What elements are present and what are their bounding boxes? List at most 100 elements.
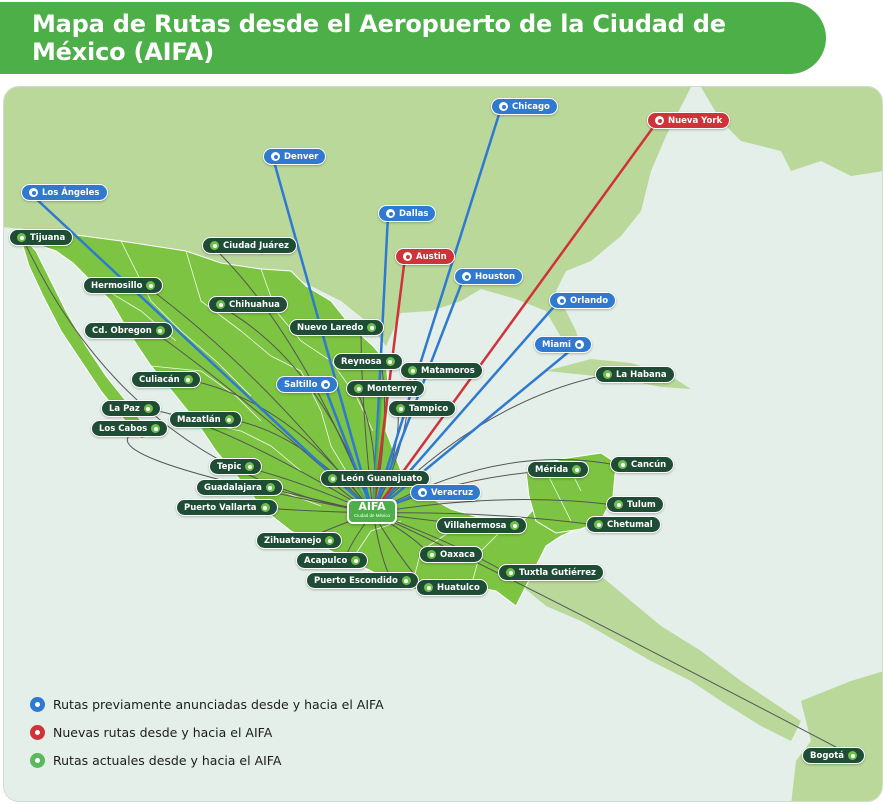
new-route-marker-icon xyxy=(403,252,412,261)
legend-item-previous: Rutas previamente anunciadas desde y hac… xyxy=(30,690,384,718)
current-route-marker-icon xyxy=(594,520,603,529)
destination-orlando[interactable]: Orlando xyxy=(549,292,617,309)
destination-puerto-vallarta[interactable]: Puerto Vallarta xyxy=(176,499,278,516)
current-route-marker-icon xyxy=(325,536,335,545)
hub-name: AIFA xyxy=(358,500,386,513)
destination-houston[interactable]: Houston xyxy=(454,268,524,285)
destination-tepic[interactable]: Tepic xyxy=(209,458,263,475)
destination-los-angeles[interactable]: Los Ángeles xyxy=(21,184,108,201)
destination-chicago[interactable]: Chicago xyxy=(491,98,558,115)
destination-culiacan[interactable]: Culiacán xyxy=(131,371,201,388)
north-east-landmass xyxy=(701,87,882,176)
destination-zihuatanejo[interactable]: Zihuatanejo xyxy=(256,532,343,549)
current-route-marker-icon xyxy=(618,460,627,469)
destination-la-habana[interactable]: La Habana xyxy=(595,366,675,383)
previous-route-marker-icon xyxy=(271,152,280,161)
south-america-landmass xyxy=(791,671,882,801)
new-route-marker-icon xyxy=(655,116,664,125)
current-route-marker-icon xyxy=(408,366,417,375)
current-route-marker-icon xyxy=(216,300,225,309)
destination-reynosa[interactable]: Reynosa xyxy=(333,353,403,370)
map-legend: Rutas previamente anunciadas desde y hac… xyxy=(30,690,384,774)
usa-landmass xyxy=(4,87,691,351)
current-route-marker-icon xyxy=(396,404,405,413)
previous-route-marker-icon xyxy=(557,296,566,305)
current-route-marker-icon xyxy=(155,326,165,335)
central-america-landmass xyxy=(516,571,801,741)
current-route-marker-icon xyxy=(427,550,436,559)
current-route-marker-icon xyxy=(245,462,255,471)
blue-dot-icon xyxy=(30,696,45,712)
title-banner: Mapa de Rutas desde el Aeropuerto de la … xyxy=(0,2,826,74)
current-route-marker-icon xyxy=(385,357,395,366)
current-route-marker-icon xyxy=(848,751,858,760)
legend-item-current: Rutas actuales desde y hacia el AIFA xyxy=(30,746,384,774)
destination-nueva-york[interactable]: Nueva York xyxy=(647,112,731,129)
destination-tuxtla-gutierrez[interactable]: Tuxtla Gutiérrez xyxy=(498,564,604,581)
previous-route-marker-icon xyxy=(499,102,508,111)
destination-chetumal[interactable]: Chetumal xyxy=(586,516,661,533)
destination-monterrey[interactable]: Monterrey xyxy=(346,380,425,397)
destination-tulum[interactable]: Tulum xyxy=(606,496,664,513)
destination-oaxaca[interactable]: Oaxaca xyxy=(419,546,483,563)
destination-chihuahua[interactable]: Chihuahua xyxy=(208,296,288,313)
current-route-marker-icon xyxy=(354,384,363,393)
destination-dallas[interactable]: Dallas xyxy=(378,205,437,222)
previous-route-marker-icon xyxy=(462,272,471,281)
destination-saltillo[interactable]: Saltillo xyxy=(276,376,339,393)
previous-route-marker-icon xyxy=(321,380,331,389)
destination-tijuana[interactable]: Tijuana xyxy=(9,229,74,246)
green-dot-icon xyxy=(30,752,45,768)
current-route-marker-icon xyxy=(572,465,582,474)
hub-subtitle: Ciudad de México xyxy=(353,513,391,518)
current-route-marker-icon xyxy=(224,415,234,424)
current-route-marker-icon xyxy=(17,233,26,242)
current-route-marker-icon xyxy=(328,474,337,483)
destination-villahermosa[interactable]: Villahermosa xyxy=(436,517,528,534)
destination-matamoros[interactable]: Matamoros xyxy=(400,362,483,379)
destination-leon-guanajuato[interactable]: León Guanajuato xyxy=(320,470,431,487)
destination-cd-obregon[interactable]: Cd. Obregon xyxy=(84,322,173,339)
previous-route-marker-icon xyxy=(386,209,395,218)
destination-acapulco[interactable]: Acapulco xyxy=(296,552,369,569)
destination-cancun[interactable]: Cancún xyxy=(610,456,675,473)
current-route-marker-icon xyxy=(506,568,515,577)
current-route-marker-icon xyxy=(151,424,161,433)
legend-item-new: Nuevas rutas desde y hacia el AIFA xyxy=(30,718,384,746)
current-route-marker-icon xyxy=(210,241,219,250)
destination-guadalajara[interactable]: Guadalajara xyxy=(196,479,283,496)
previous-route-marker-icon xyxy=(418,488,427,497)
page-title: Mapa de Rutas desde el Aeropuerto de la … xyxy=(32,10,726,66)
current-route-marker-icon xyxy=(614,500,623,509)
current-route-marker-icon xyxy=(510,521,520,530)
destination-ciudad-juarez[interactable]: Ciudad Juárez xyxy=(202,237,297,254)
current-route-marker-icon xyxy=(183,375,193,384)
previous-route-marker-icon xyxy=(29,188,38,197)
current-route-marker-icon xyxy=(603,370,612,379)
destination-nuevo-laredo[interactable]: Nuevo Laredo xyxy=(289,319,385,336)
current-route-marker-icon xyxy=(367,323,377,332)
destination-puerto-escondido[interactable]: Puerto Escondido xyxy=(306,572,419,589)
current-route-marker-icon xyxy=(146,281,156,290)
red-dot-icon xyxy=(30,724,45,740)
previous-route-marker-icon xyxy=(574,340,584,349)
current-route-marker-icon xyxy=(351,556,361,565)
destination-austin[interactable]: Austin xyxy=(395,248,455,265)
destination-huatulco[interactable]: Huatulco xyxy=(416,579,488,596)
aifa-hub-marker[interactable]: AIFA Ciudad de México xyxy=(347,499,397,524)
destination-merida[interactable]: Mérida xyxy=(527,461,590,478)
destination-tampico[interactable]: Tampico xyxy=(388,400,457,417)
current-route-marker-icon xyxy=(260,503,270,512)
destination-miami[interactable]: Miami xyxy=(534,336,592,353)
destination-mazatlan[interactable]: Mazatlán xyxy=(169,411,242,428)
destination-los-cabos[interactable]: Los Cabos xyxy=(91,420,169,437)
destination-veracruz[interactable]: Veracruz xyxy=(410,484,482,501)
current-route-marker-icon xyxy=(424,583,433,592)
current-route-marker-icon xyxy=(265,483,275,492)
destination-la-paz[interactable]: La Paz xyxy=(101,400,161,417)
destination-denver[interactable]: Denver xyxy=(263,148,327,165)
destination-bogota[interactable]: Bogotá xyxy=(802,747,866,764)
current-route-marker-icon xyxy=(401,576,411,585)
current-route-marker-icon xyxy=(143,404,153,413)
destination-hermosillo[interactable]: Hermosillo xyxy=(83,277,164,294)
